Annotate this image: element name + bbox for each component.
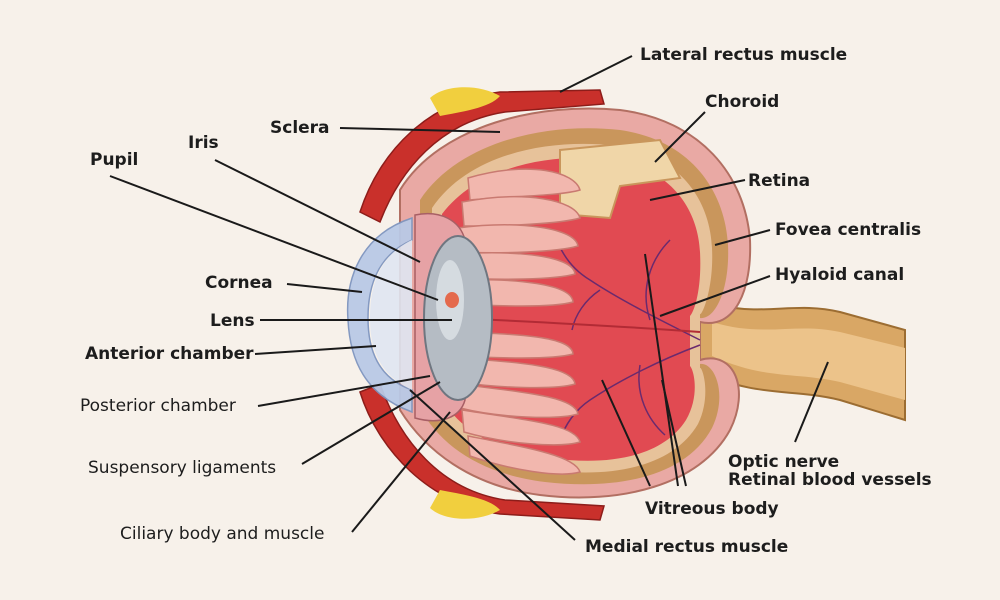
label-iris: Iris xyxy=(188,133,219,153)
label-lateral-rectus-muscle: Lateral rectus muscle xyxy=(640,45,848,65)
label-retina: Retina xyxy=(748,171,811,191)
fat-top xyxy=(430,87,500,116)
label-pupil: Pupil xyxy=(90,150,139,170)
retinal-blood-vessels xyxy=(554,234,701,441)
pupil xyxy=(445,292,459,308)
label-posterior-chamber: Posterior chamber xyxy=(80,396,236,416)
label-fovea-centralis: Fovea centralis xyxy=(775,220,922,240)
label-ciliary-body-and-muscle: Ciliary body and muscle xyxy=(120,524,325,544)
cornea xyxy=(346,216,413,414)
label-optic-nerve: Optic nerve xyxy=(728,452,840,472)
leader-lines xyxy=(109,55,829,541)
label-suspensory-ligaments: Suspensory ligaments xyxy=(88,458,277,478)
label-medial-rectus-muscle: Medial rectus muscle xyxy=(585,537,789,557)
label-vitreous-body: Vitreous body xyxy=(645,499,779,519)
label-sclera: Sclera xyxy=(270,118,330,138)
label-retinal-blood-vessels: Retinal blood vessels xyxy=(728,470,932,490)
label-hyaloid-canal: Hyaloid canal xyxy=(775,265,905,285)
label-choroid: Choroid xyxy=(705,92,780,112)
optic-nerve-sheath xyxy=(712,322,905,400)
label-anterior-chamber: Anterior chamber xyxy=(85,344,254,364)
lateral-rectus-muscle xyxy=(359,89,605,224)
label-cornea: Cornea xyxy=(205,273,273,293)
fat-bottom xyxy=(430,490,500,519)
label-lens: Lens xyxy=(210,311,255,331)
